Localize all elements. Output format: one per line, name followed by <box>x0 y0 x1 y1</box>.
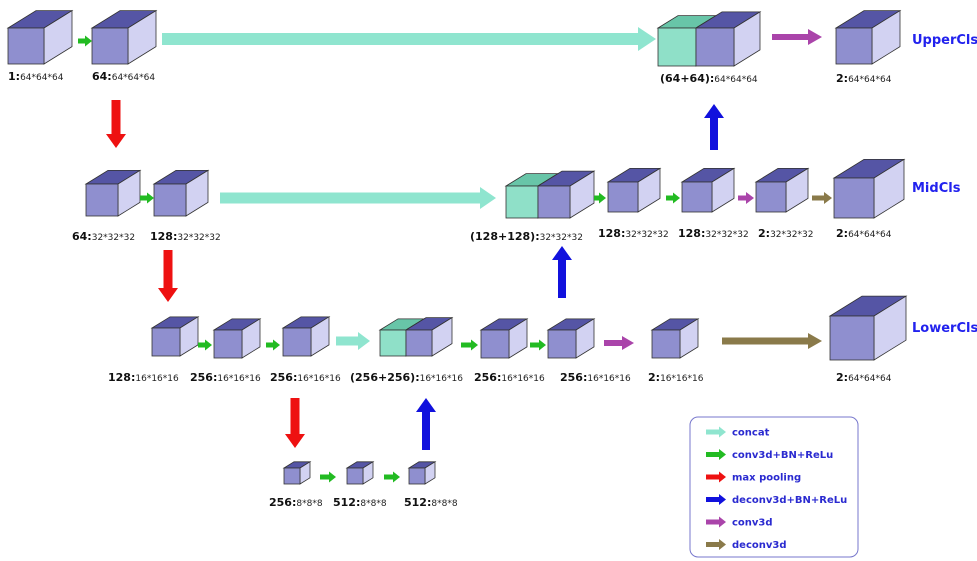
cube-low-c5 <box>546 318 596 359</box>
label-low-c6: 2:16*16*16 <box>648 371 704 384</box>
conv3d-arrow-up <box>772 29 822 45</box>
conv-arrow-bot-2 <box>384 471 400 483</box>
cube-mid-c1 <box>84 169 142 217</box>
concat-arrow-mid <box>220 187 496 209</box>
legend-label-deconv: deconv3d+BN+ReLu <box>732 495 847 506</box>
pool-arrow-3 <box>285 398 305 448</box>
cube-mid-c4 <box>680 167 736 213</box>
label-mid-out: 2:64*64*64 <box>836 227 892 240</box>
legend-item-conv: conv3d+BN+ReLu <box>706 449 833 461</box>
conv-arrow-mid-2 <box>594 192 606 204</box>
deconv3d-arrow-low <box>722 333 822 349</box>
cube-bot-c1 <box>282 461 312 485</box>
label-bot-c1: 256:8*8*8 <box>269 496 323 509</box>
legend-label-concat: concat <box>732 428 770 439</box>
label-mid-cat: (128+128):32*32*32 <box>470 230 583 243</box>
pool-arrow-2 <box>158 250 178 302</box>
label-low-out: 2:64*64*64 <box>836 371 892 384</box>
label-low-cat: (256+256):16*16*16 <box>350 371 463 384</box>
legend-item-pool: max pooling <box>706 471 801 484</box>
legend: concat conv3d+BN+ReLu max pooling deconv3d+… <box>689 416 859 558</box>
conv3d-arrow-low <box>604 336 634 350</box>
deconv-arrow-3 <box>416 398 436 450</box>
cube-mid-cat-b <box>536 170 596 219</box>
legend-swatch-pool <box>706 471 726 483</box>
cube-low-c1 <box>150 316 200 357</box>
label-low-c1: 128:16*16*16 <box>108 371 179 384</box>
legend-swatch-conv3d <box>706 516 726 528</box>
conv-arrow-mid-1 <box>140 192 154 204</box>
legend-item-conv3d: conv3d <box>706 516 773 529</box>
label-bot-c3: 512:8*8*8 <box>404 496 458 509</box>
cube-mid-c2 <box>152 169 210 217</box>
conv-arrow-low-3 <box>461 339 478 351</box>
label-mid-c1: 64:32*32*32 <box>72 230 135 243</box>
cube-mid-out <box>832 158 906 219</box>
legend-item-deconv: deconv3d+BN+ReLu <box>706 494 847 506</box>
legend-item-concat: concat <box>706 426 770 439</box>
conv-arrow-up-1 <box>78 35 92 47</box>
concat-arrow-low <box>336 332 370 350</box>
concat-arrow-up <box>162 27 656 51</box>
conv-arrow-bot-1 <box>320 471 336 483</box>
label-low-c5: 256:16*16*16 <box>560 371 631 384</box>
cube-low-c4 <box>479 318 529 359</box>
pool-arrow-1 <box>106 100 126 148</box>
branch-lower-label: LowerCls <box>912 321 977 336</box>
label-mid-c4: 128:32*32*32 <box>678 227 749 240</box>
deconv3d-arrow-mid <box>812 192 832 204</box>
cube-low-c2 <box>212 318 262 359</box>
legend-item-deconv3d: deconv3d <box>706 539 787 551</box>
legend-label-deconv3d: deconv3d <box>732 540 787 551</box>
label-low-c2: 256:16*16*16 <box>190 371 261 384</box>
legend-swatch-deconv3d <box>706 539 726 550</box>
operation-arrows <box>78 27 832 483</box>
conv3d-arrow-mid <box>738 192 754 204</box>
deconv-arrow-1 <box>704 104 724 150</box>
legend-swatch-concat <box>706 426 726 438</box>
legend-box <box>689 416 859 558</box>
deconv-arrow-2 <box>552 246 572 298</box>
legend-rows: concat conv3d+BN+ReLu max pooling deconv3d+… <box>706 426 847 551</box>
feature-map-cubes <box>6 9 908 485</box>
cube-mid-c5 <box>754 167 810 213</box>
legend-label-pool: max pooling <box>732 473 801 484</box>
label-bot-c2: 512:8*8*8 <box>333 496 387 509</box>
label-up-c1: 64:64*64*64 <box>92 70 155 83</box>
cube-bot-c2 <box>345 461 375 485</box>
cube-low-cat-b <box>404 316 454 357</box>
label-up-out: 2:64*64*64 <box>836 72 892 85</box>
cube-up-c1 <box>90 9 158 65</box>
conv-arrow-mid-3 <box>666 192 680 204</box>
label-mid-c5: 2:32*32*32 <box>758 227 813 240</box>
label-low-c3: 256:16*16*16 <box>270 371 341 384</box>
branch-upper-label: UpperCls <box>912 33 977 48</box>
label-up-cat: (64+64):64*64*64 <box>660 72 758 85</box>
legend-swatch-deconv <box>706 494 726 505</box>
label-mid-c2: 128:32*32*32 <box>150 230 221 243</box>
label-low-c4: 256:16*16*16 <box>474 371 545 384</box>
cube-up-in <box>6 9 74 65</box>
cube-up-cat-b <box>694 11 762 67</box>
label-mid-c3: 128:32*32*32 <box>598 227 669 240</box>
branch-labels: UpperCls MidCls LowerCls <box>912 33 977 336</box>
cube-bot-c3 <box>407 461 437 485</box>
conv-arrow-low-2 <box>266 339 280 351</box>
cube-low-c6 <box>650 318 700 359</box>
cube-labels: 1:64*64*64 64:64*64*64 (64+64):64*64*64 … <box>8 70 892 509</box>
conv-arrow-low-4 <box>530 339 546 351</box>
legend-label-conv: conv3d+BN+ReLu <box>732 450 833 461</box>
cube-low-out <box>828 295 908 361</box>
conv-arrow-low-1 <box>198 339 212 351</box>
cube-up-out <box>834 9 902 65</box>
branch-mid-label: MidCls <box>912 181 961 196</box>
legend-swatch-conv <box>706 449 726 460</box>
cube-mid-c3 <box>606 167 662 213</box>
label-up-in: 1:64*64*64 <box>8 70 64 83</box>
legend-label-conv3d: conv3d <box>732 518 773 529</box>
cube-low-c3 <box>281 316 331 357</box>
